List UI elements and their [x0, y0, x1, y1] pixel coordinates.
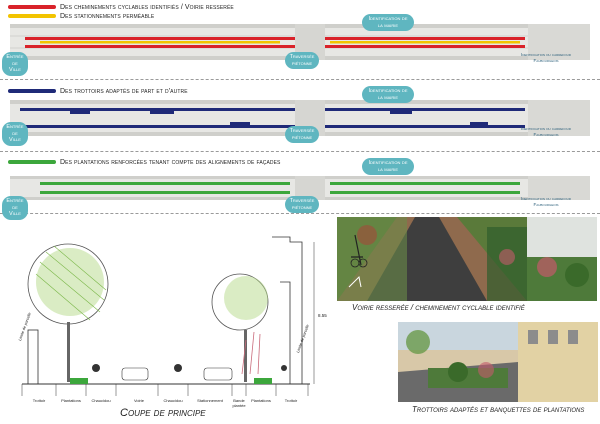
height-label: 8.55 [318, 313, 327, 318]
legend-text: Des stationnements perméable [60, 12, 155, 20]
ground-label: Plantations [251, 398, 271, 403]
traversee-bubble: Traversée piétonne [285, 52, 319, 69]
carrefour-label: Identification du carrefour Faubourgeois [521, 126, 571, 137]
ground-label: Trottoir [284, 398, 298, 403]
separator [0, 79, 600, 80]
photo-road-cycling [337, 217, 527, 301]
photo-top-caption: Voirie resserée / cheminement cyclable i… [352, 303, 525, 312]
section-caption: Coupe de principe [120, 407, 206, 419]
ground-label: Chaucidou [91, 398, 111, 403]
legend-text: Des trottoirs adaptés de part et d'autre [60, 87, 188, 95]
ground-label: Stationnement [197, 398, 223, 403]
legend-parking: Des stationnements perméable [8, 11, 154, 21]
mairie-bubble: Identification de la mairie [362, 14, 414, 31]
separator [0, 213, 600, 214]
legend-text: Des plantations renforcées tenant compte… [60, 158, 281, 166]
traversee-bubble: Traversée piétonne [285, 196, 319, 213]
bubble-text: Entrée de Ville [6, 198, 24, 217]
photo-road-side [527, 217, 597, 301]
ground-label: Chaucidou [163, 398, 183, 403]
photo-road-side-art [527, 217, 597, 301]
legend-swatch-red [8, 5, 56, 9]
bubble-text: Traversée piétonne [289, 128, 315, 141]
ground-label: Plantations [61, 398, 81, 403]
legend-swatch-blue [8, 89, 56, 93]
mairie-bubble: Identification de la mairie [362, 86, 414, 103]
ground-label: Bande plantée [232, 398, 246, 408]
legend-swatch-yellow [8, 14, 56, 18]
legend-swatch-green [8, 160, 56, 164]
legend-text: Des cheminements cyclables identifiés / … [60, 3, 234, 11]
legend-sidewalks: Des trottoirs adaptés de part et d'autre [8, 86, 188, 96]
entree-ville-bubble: Entrée de Ville [2, 52, 28, 76]
bubble-text: Identification de la mairie [368, 160, 408, 173]
bubble-text: Traversée piétonne [289, 54, 315, 67]
bubble-text: Entrée de Ville [6, 54, 24, 73]
photo-road-cycling-art [337, 217, 527, 301]
bubble-text: Identification de la mairie [368, 88, 408, 101]
bubble-text: Identification de la mairie [368, 16, 408, 29]
cross-section-drawing: 8.55 [21, 236, 327, 396]
ground-label: Trottoir [32, 398, 46, 403]
carrefour-label: Identification du carrefour Faubourgeois [521, 52, 571, 63]
bubble-text: Traversée piétonne [289, 198, 315, 211]
carrefour-label: Identification du carrefour Faubourgeois [521, 196, 571, 207]
separator [0, 151, 600, 152]
traversee-bubble: Traversée piétonne [285, 126, 319, 143]
entree-ville-bubble: Entrée de Ville [2, 122, 28, 146]
entree-ville-bubble: Entrée de Ville [2, 196, 28, 220]
legend-plantings: Des plantations renforcées tenant compte… [8, 157, 281, 167]
photo-sidewalk-plantings [398, 322, 598, 402]
bubble-text: Entrée de Ville [6, 124, 24, 143]
legend-cycle-paths: Des cheminements cyclables identifiés / … [8, 2, 234, 12]
photo-bottom-caption: Trottoirs adaptés et banquettes de plant… [412, 405, 585, 414]
photo-sidewalk-plantings-art [398, 322, 598, 402]
mairie-bubble: Identification de la mairie [362, 158, 414, 175]
ground-label: Voirie [133, 398, 144, 403]
